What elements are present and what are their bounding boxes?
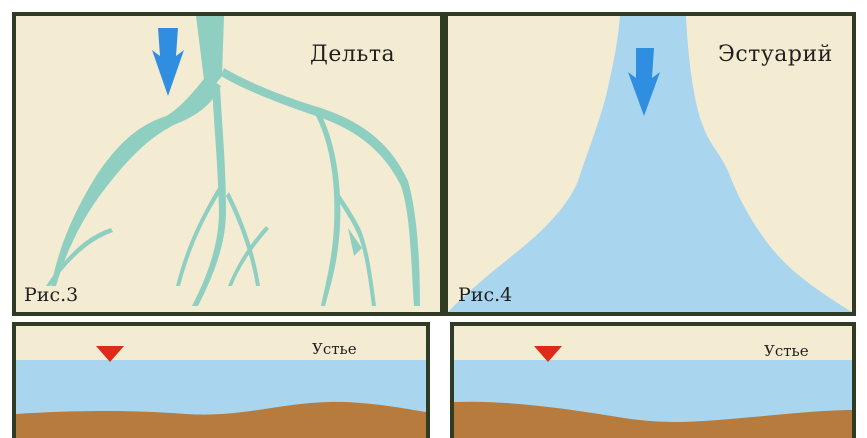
delta-panel: Дельта Рис.3 xyxy=(12,12,444,316)
delta-title: Дельта xyxy=(310,42,395,67)
down-arrow-icon xyxy=(152,28,184,96)
delta-figure-label: Рис.3 xyxy=(24,284,78,306)
estuary-panel: Эстуарий Рис.4 xyxy=(444,12,856,316)
profile-left-graphic xyxy=(16,326,426,438)
estuary-figure-label: Рис.4 xyxy=(458,284,512,306)
profile-panel-left: Устье xyxy=(12,322,430,438)
profile-panel-right: Устье xyxy=(450,322,856,438)
profile-right-label: Устье xyxy=(764,342,809,360)
water-level-triangle-icon xyxy=(96,346,124,362)
water-level-triangle-icon xyxy=(534,346,562,362)
profile-left-label: Устье xyxy=(312,340,357,358)
estuary-title: Эстуарий xyxy=(718,42,833,67)
